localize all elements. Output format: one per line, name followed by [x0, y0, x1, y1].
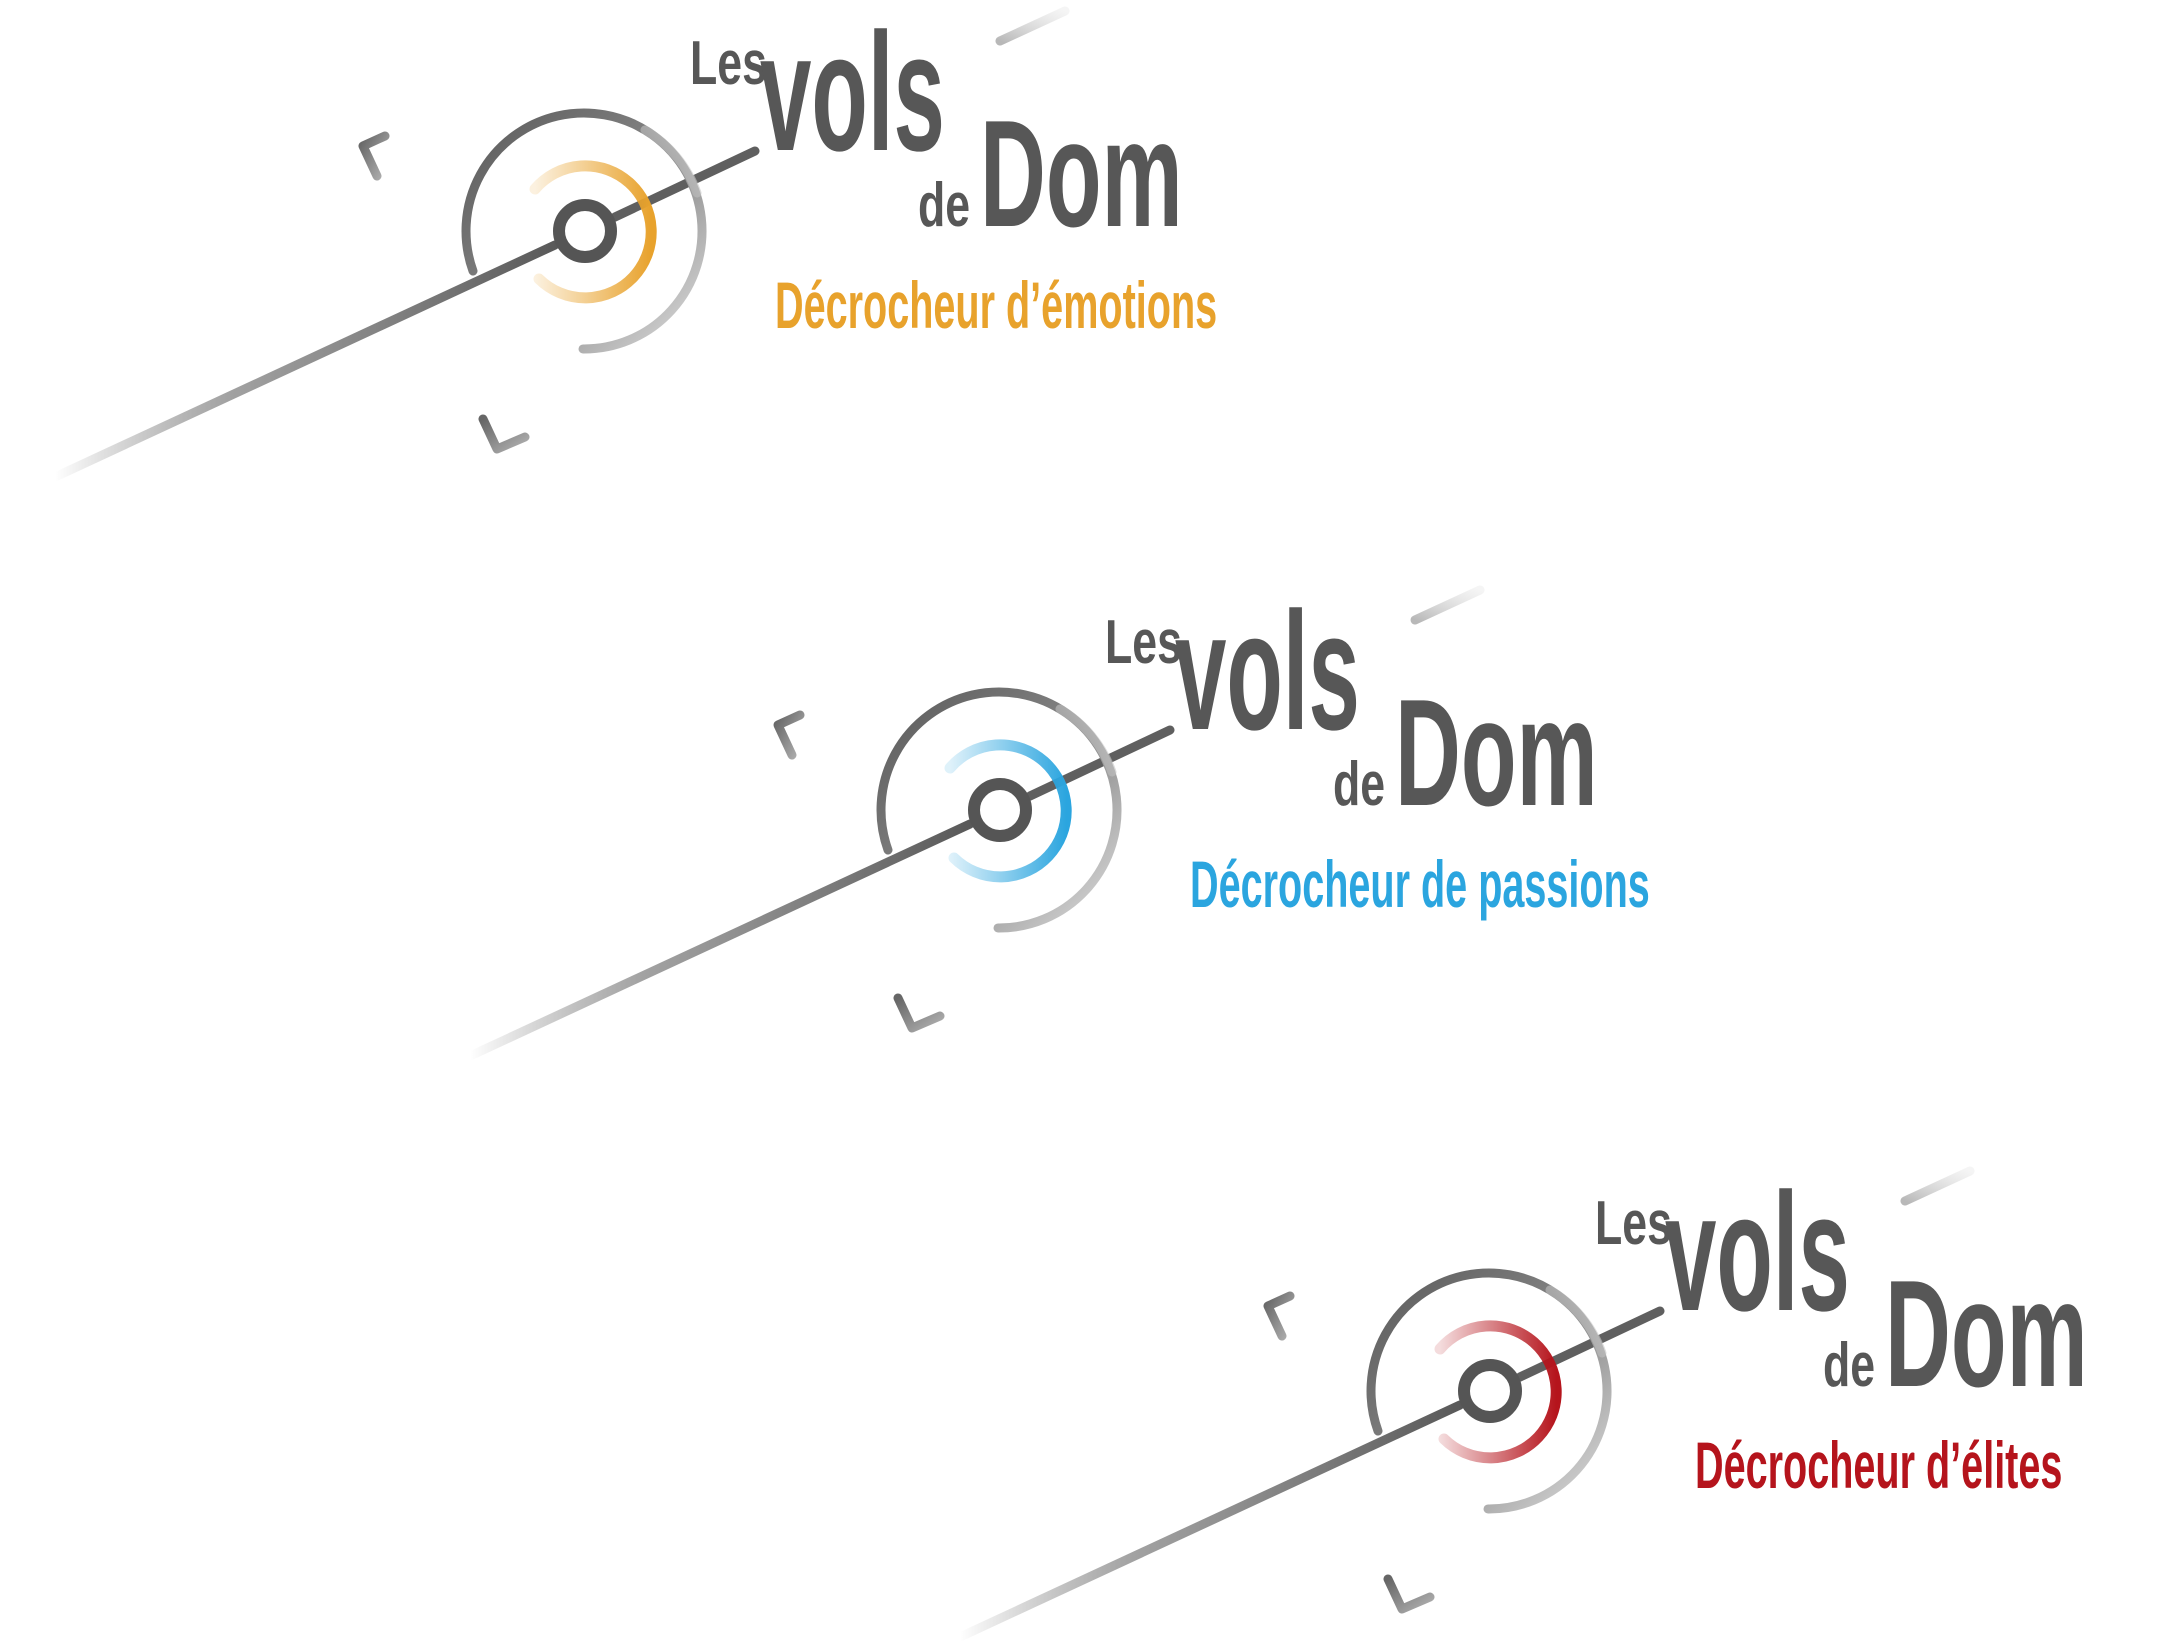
- word-les: Les: [1105, 608, 1182, 677]
- word-de: de: [1333, 750, 1385, 819]
- accent-arc-emotions: [529, 160, 657, 304]
- word-de: de: [918, 171, 970, 240]
- word-dom: Dom: [980, 89, 1183, 259]
- tagline-passions: Décrocheur de passions: [1190, 848, 1650, 922]
- wordmark-elites: Les vols de Dom Décrocheur d’élites: [1595, 1158, 2088, 1503]
- word-les: Les: [1595, 1189, 1672, 1258]
- word-de: de: [1823, 1331, 1875, 1400]
- wordmark-passions: Les vols de Dom Décrocheur de passions: [1105, 577, 1650, 922]
- tagline-emotions: Décrocheur d’émotions: [775, 269, 1217, 343]
- word-vols: vols: [760, 0, 945, 186]
- accent-arc-elites: [1434, 1320, 1562, 1464]
- logo-elites: [960, 1171, 1970, 1637]
- accent-arc-passions: [944, 739, 1072, 883]
- tagline-elites: Décrocheur d’élites: [1695, 1429, 2062, 1503]
- word-dom: Dom: [1395, 668, 1598, 838]
- word-les: Les: [690, 29, 767, 98]
- logo-passions: [470, 590, 1480, 1056]
- logo-emotions: [55, 11, 1065, 477]
- word-vols: vols: [1175, 577, 1360, 765]
- word-dom: Dom: [1885, 1249, 2088, 1419]
- wordmark-emotions: Les vols de Dom Décrocheur d’émotions: [690, 0, 1217, 343]
- word-vols: vols: [1665, 1158, 1850, 1346]
